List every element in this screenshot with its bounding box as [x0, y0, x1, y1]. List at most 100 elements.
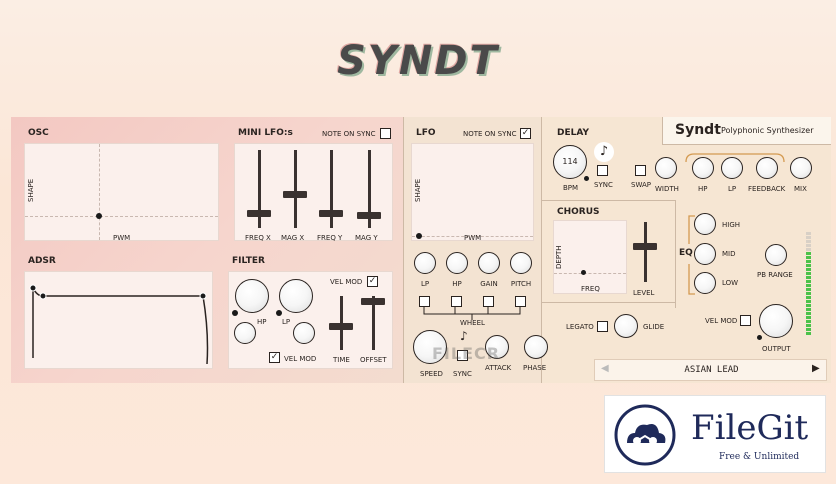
delay-bracket: [685, 153, 785, 163]
meter-segment: [806, 284, 811, 287]
note-sync-icon[interactable]: ♪: [594, 142, 614, 162]
filter-hp-label: HP: [257, 318, 267, 326]
eq-bracket: [688, 215, 695, 295]
output-indicator: [757, 335, 762, 340]
filter-hp-mod-knob[interactable]: [234, 322, 256, 344]
note-icon: ♪: [460, 329, 468, 343]
lfo-speed-label: SPEED: [420, 370, 443, 378]
eq-mid-knob[interactable]: [694, 243, 716, 265]
osc-shape-pad[interactable]: SHAPE PWM: [24, 143, 219, 242]
meter-segment: [806, 252, 811, 255]
mini-lfo-label-3: MAG Y: [355, 234, 378, 242]
adsr-envelope[interactable]: [24, 271, 213, 369]
preset-next-button[interactable]: ▶: [812, 363, 820, 374]
meter-segment: [806, 236, 811, 239]
meter-segment: [806, 248, 811, 251]
filter-time-label: TIME: [333, 356, 350, 364]
lfo-lp-knob[interactable]: [414, 252, 436, 274]
lfo-shape-label: SHAPE: [414, 178, 422, 202]
delay-width-knob[interactable]: [655, 157, 677, 179]
meter-segment: [806, 288, 811, 291]
app-title: SYNDT: [337, 38, 499, 84]
delay-bpm-label: BPM: [563, 184, 579, 192]
chorus-pad-handle[interactable]: [581, 270, 586, 275]
filter-vel-mod-top-label: VEL MOD: [330, 278, 363, 286]
lfo-phase-label: PHASE: [523, 364, 547, 372]
chorus-level-label: LEVEL: [633, 289, 655, 297]
lfo-gain-label: GAIN: [480, 280, 498, 288]
filter-vel-mod-top-checkbox[interactable]: ✓: [367, 276, 378, 287]
delay-width-label: WIDTH: [655, 185, 679, 193]
mini-lfo-label-0: FREQ X: [245, 234, 271, 242]
meter-segment: [806, 316, 811, 319]
mini-lfo-slider-mag-y[interactable]: [357, 211, 381, 219]
lfo-phase-knob[interactable]: [524, 335, 548, 359]
mini-lfo-slider-freq-x[interactable]: [247, 209, 271, 217]
product-subtitle: Polyphonic Synthesizer: [721, 126, 814, 135]
output-knob[interactable]: [759, 304, 793, 338]
mini-lfo-label-2: FREQ Y: [317, 234, 343, 242]
legato-label: LEGATO: [566, 323, 594, 331]
vel-mod-checkbox[interactable]: [740, 315, 751, 326]
delay-chorus-divider: [541, 200, 675, 201]
filter-lp-mod-knob[interactable]: [293, 322, 315, 344]
meter-segment: [806, 256, 811, 259]
delay-bpm-knob[interactable]: 114: [553, 145, 587, 179]
delay-mix-label: MIX: [794, 185, 807, 193]
lfo-pitch-knob[interactable]: [510, 252, 532, 274]
preset-name[interactable]: ASIAN LEAD: [684, 365, 739, 375]
lfo-lp-label: LP: [420, 280, 430, 288]
chorus-depth-label: DEPTH: [555, 245, 563, 269]
meter-segment: [806, 272, 811, 275]
osc-pad-handle[interactable]: [96, 213, 102, 219]
lfo-attack-knob[interactable]: [485, 335, 509, 359]
legato-checkbox[interactable]: [597, 321, 608, 332]
delay-sync-checkbox[interactable]: [597, 165, 608, 176]
eq-low-knob[interactable]: [694, 272, 716, 294]
meter-segment: [806, 300, 811, 303]
glide-knob[interactable]: [614, 314, 638, 338]
delay-hp-knob[interactable]: [692, 157, 714, 179]
lfo-title: LFO: [416, 128, 436, 138]
lfo-sync-checkbox[interactable]: [457, 350, 468, 361]
lfo-hp-wheel-checkbox[interactable]: [451, 296, 462, 307]
meter-segment: [806, 328, 811, 331]
filegit-logo-icon: [614, 404, 676, 466]
filter-vel-mod-bottom-checkbox[interactable]: ✓: [269, 352, 280, 363]
mini-lfo-track-0: [258, 150, 261, 228]
filter-time-slider[interactable]: [329, 322, 353, 330]
product-badge: Syndt Polyphonic Synthesizer: [662, 117, 831, 145]
preset-prev-button[interactable]: ◀: [601, 363, 609, 374]
meter-segment: [806, 260, 811, 263]
delay-title: DELAY: [557, 128, 589, 138]
chorus-pad[interactable]: DEPTH FREQ: [553, 220, 627, 294]
delay-swap-checkbox[interactable]: [635, 165, 646, 176]
filter-offset-slider[interactable]: [361, 298, 385, 306]
lfo-pitch-label: PITCH: [510, 280, 532, 288]
eq-high-knob[interactable]: [694, 213, 716, 235]
meter-segment: [806, 292, 811, 295]
filter-lp-knob[interactable]: [279, 279, 313, 313]
lfo-hp-knob[interactable]: [446, 252, 468, 274]
delay-lp-knob[interactable]: [721, 157, 743, 179]
mini-lfo-slider-freq-y[interactable]: [319, 209, 343, 217]
mini-lfo-track-3: [368, 150, 371, 228]
mini-lfos-note-sync-checkbox[interactable]: [380, 128, 391, 139]
filegit-brand: FileGit: [691, 408, 809, 448]
mini-lfo-slider-mag-x[interactable]: [283, 191, 307, 199]
delay-feedback-label: FEEDBACK: [748, 185, 786, 193]
lfo-shape-pad[interactable]: SHAPE PWM: [411, 143, 534, 242]
chorus-level-slider[interactable]: [633, 243, 657, 250]
delay-mix-knob[interactable]: [790, 157, 812, 179]
lfo-note-sync-checkbox[interactable]: ✓: [520, 128, 531, 139]
chorus-freq-label: FREQ: [581, 285, 600, 293]
lfo-speed-knob[interactable]: [413, 330, 447, 364]
filter-hp-knob[interactable]: [235, 279, 269, 313]
lfo-pad-handle[interactable]: [416, 233, 422, 239]
lfo-gain-knob[interactable]: [478, 252, 500, 274]
pb-range-knob[interactable]: [765, 244, 787, 266]
lfo-pwm-label: PWM: [464, 234, 482, 242]
chorus-level-track: [644, 222, 647, 282]
delay-feedback-knob[interactable]: [756, 157, 778, 179]
product-name: Syndt: [675, 122, 721, 138]
